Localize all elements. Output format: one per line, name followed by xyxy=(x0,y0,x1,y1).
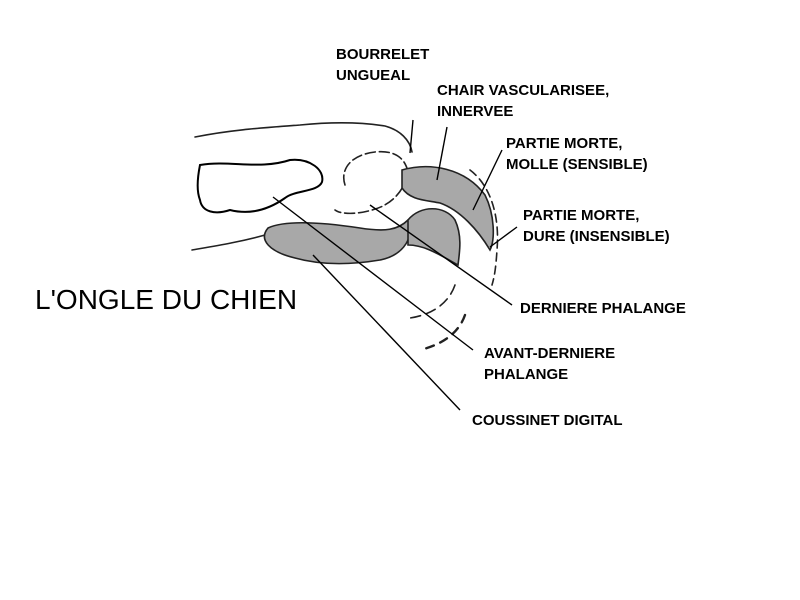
label-derniere: DERNIERE PHALANGE xyxy=(520,298,686,319)
label-line: CHAIR VASCULARISEE, xyxy=(437,82,610,99)
digital-pad xyxy=(263,218,411,265)
toe-bottom-outline xyxy=(191,234,266,251)
leader-molle xyxy=(472,149,503,211)
diagram-title: L'ONGLE DU CHIEN xyxy=(35,284,298,315)
leader-chair xyxy=(436,126,448,181)
label-chair: CHAIR VASCULARISEE, INNERVEE xyxy=(437,80,609,122)
joint-outline xyxy=(418,313,467,352)
label-line: MOLLE (SENSIBLE) xyxy=(506,156,648,173)
toe-top-outline xyxy=(194,122,413,153)
label-coussinet: COUSSINET DIGITAL xyxy=(472,410,623,431)
label-line: BOURRELET xyxy=(336,46,430,63)
label-molle: PARTIE MORTE, MOLLE (SENSIBLE) xyxy=(506,133,648,175)
label-line: DURE (INSENSIBLE) xyxy=(523,228,670,245)
leader-dure xyxy=(489,226,518,248)
last-phalanx-outline xyxy=(334,150,409,215)
leader-avant xyxy=(272,196,474,351)
label-line: INNERVEE xyxy=(437,103,514,120)
label-line: PARTIE MORTE, xyxy=(506,135,623,152)
label-line: COUSSINET DIGITAL xyxy=(472,412,623,429)
label-dure: PARTIE MORTE, DURE (INSENSIBLE) xyxy=(523,205,670,247)
nail-live-part xyxy=(401,165,495,252)
label-line: DERNIERE PHALANGE xyxy=(520,300,686,317)
middle-phalanx-outline xyxy=(409,284,456,319)
label-line: PHALANGE xyxy=(484,366,569,383)
label-avant: AVANT-DERNIERE PHALANGE xyxy=(484,343,615,385)
nail-tip-outline xyxy=(469,169,499,286)
label-line: UNGUEAL xyxy=(336,67,411,84)
leader-derniere xyxy=(369,204,513,306)
label-bourrelet: BOURRELET UNGUEAL xyxy=(336,44,429,86)
label-line: PARTIE MORTE, xyxy=(523,207,640,224)
sketch-shape xyxy=(196,158,324,214)
nail-quick xyxy=(407,207,461,267)
label-line: AVANT-DERNIERE xyxy=(484,345,616,362)
leader-bourrelet xyxy=(409,119,414,154)
leader-coussinet xyxy=(312,254,461,411)
